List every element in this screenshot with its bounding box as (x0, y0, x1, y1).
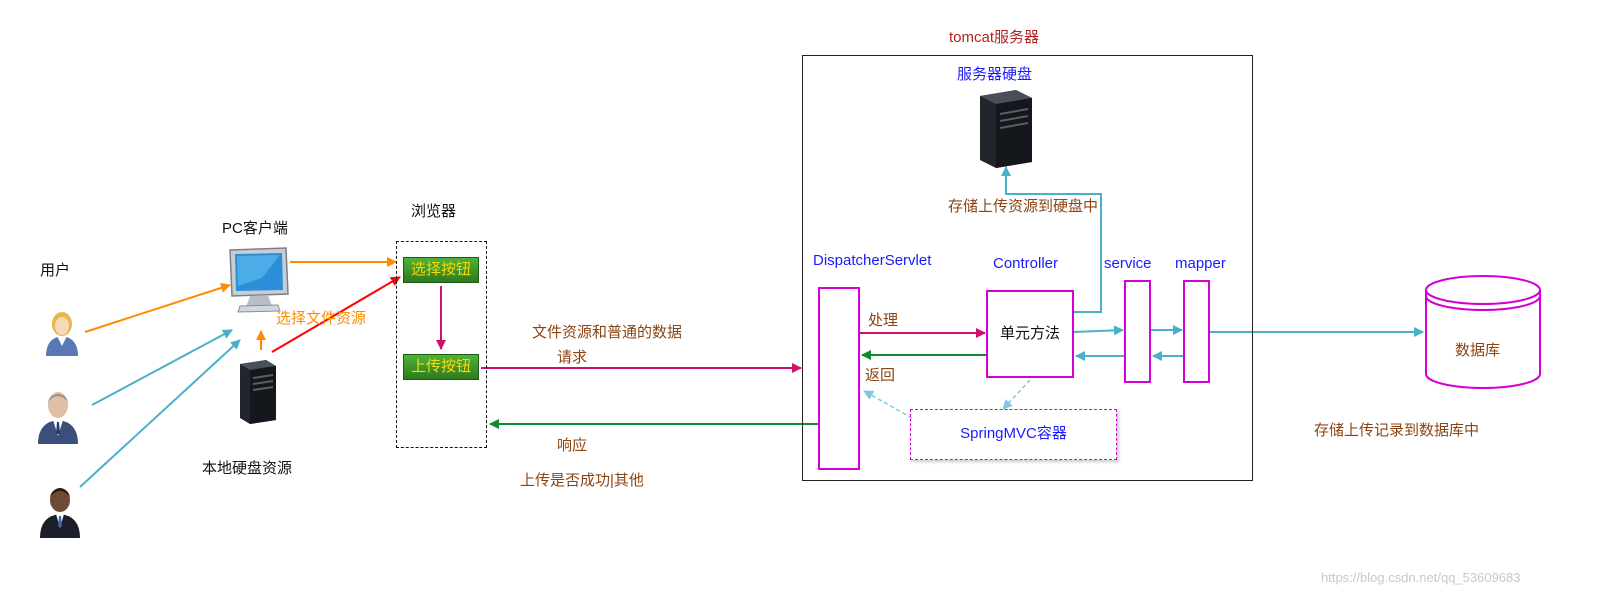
browser-label: 浏览器 (411, 203, 457, 220)
user-business-icon (40, 488, 80, 538)
request-label: 请求 (557, 349, 588, 366)
service-label: service (1104, 255, 1152, 272)
mapper-bar (1183, 280, 1210, 383)
database-cylinder-icon (1425, 275, 1541, 389)
select-button[interactable]: 选择按钮 (403, 257, 479, 283)
file-data-label: 文件资源和普通的数据 (532, 324, 683, 341)
return-label: 返回 (865, 367, 896, 384)
monitor-icon (229, 247, 289, 313)
watermark: https://blog.csdn.net/qq_53609683 (1321, 570, 1521, 585)
user-female-icon (46, 312, 78, 356)
server-disk-icon (980, 90, 1032, 168)
database-label: 数据库 (1455, 342, 1501, 359)
arrow-disk-to-select (271, 276, 401, 353)
arrow-user2-to-pc (91, 329, 233, 406)
user-male-icon (38, 392, 78, 444)
unit-method-box: 单元方法 (986, 290, 1074, 378)
store-to-db-label: 存储上传记录到数据库中 (1314, 422, 1480, 439)
pc-client-label: PC客户端 (222, 220, 288, 237)
local-disk-label: 本地硬盘资源 (202, 460, 293, 477)
springmvc-container: SpringMVC容器 (910, 409, 1117, 460)
controller-label: Controller (993, 255, 1059, 272)
arrow-user1-to-pc (84, 283, 231, 333)
dispatcher-servlet-bar (818, 287, 860, 470)
server-tower-icon (240, 360, 276, 424)
springmvc-label: SpringMVC容器 (960, 425, 1067, 442)
tomcat-label: tomcat服务器 (949, 29, 1040, 46)
arrow-controller-to-service (1073, 325, 1124, 336)
service-bar (1124, 280, 1151, 383)
mapper-label: mapper (1175, 255, 1226, 272)
tomcat-frame (802, 55, 1253, 481)
dashed-container-to-dispatcher (863, 390, 913, 419)
browser-frame (396, 241, 487, 448)
unit-method-label: 单元方法 (999, 325, 1060, 342)
store-to-disk-label: 存储上传资源到硬盘中 (948, 198, 1099, 215)
server-disk-label: 服务器硬盘 (957, 66, 1033, 83)
handle-label: 处理 (868, 312, 899, 329)
arrow-controller-to-disk (1001, 166, 1102, 313)
user-label: 用户 (40, 262, 71, 279)
upload-result-label: 上传是否成功|其他 (520, 472, 644, 489)
arrow-user3-to-pc (79, 339, 241, 488)
dispatcher-label: DispatcherServlet (813, 252, 932, 269)
select-file-label: 选择文件资源 (276, 310, 367, 327)
upload-button[interactable]: 上传按钮 (403, 354, 479, 380)
response-label: 响应 (557, 437, 588, 454)
